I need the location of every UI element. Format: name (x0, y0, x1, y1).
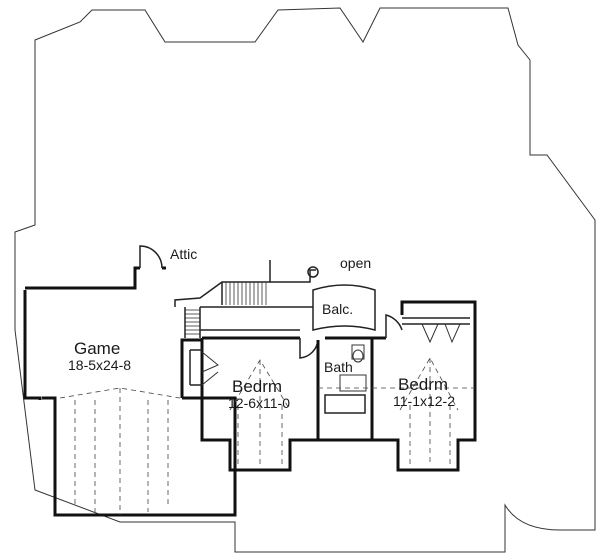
stair-lower-rail (184, 307, 201, 338)
attic-wall (133, 266, 140, 272)
bedroom-right-door-arc (385, 314, 403, 338)
bedroom-left-dims: 12-6x11-0 (228, 395, 290, 411)
bedroom-right-dims: 11-1x12-2 (393, 393, 455, 409)
bedroom-right-closet-doors (421, 323, 461, 344)
dormer-bedroom-right (399, 357, 459, 465)
newel-post (307, 266, 319, 278)
game-room-wall-3 (42, 396, 237, 517)
game-room-dims: 18-5x24-8 (68, 357, 131, 373)
bedroom-left-wall (200, 338, 320, 472)
vanity (339, 374, 367, 392)
toilet (351, 344, 365, 360)
game-room-name: Game (74, 339, 120, 358)
bedroom-right-wall (370, 300, 477, 472)
closet-left (189, 349, 202, 386)
bedroom-left-name: Bedrm (232, 377, 282, 396)
bedroom-right-name: Bedrm (398, 375, 448, 394)
balcony-label: Balc. (322, 301, 353, 317)
stair-treads (225, 282, 267, 305)
game-room-wall-4 (180, 338, 202, 398)
balcony-outline (312, 284, 376, 331)
closet-left-doors (201, 351, 219, 386)
attic-door-arc (139, 245, 163, 269)
bathtub (324, 394, 366, 414)
open-label: open (340, 255, 371, 271)
stair-rail (174, 260, 271, 307)
stair-rail-2 (221, 269, 316, 305)
bedroom-right-closet (402, 317, 470, 325)
bedroom-left-door-arc (299, 338, 319, 359)
toilet-bowl (352, 349, 364, 363)
dormer-game (59, 387, 181, 515)
attic-label: Attic (170, 246, 197, 262)
bath-label: Bath (324, 359, 353, 375)
game-room-wall-2 (25, 272, 137, 290)
stair-lower (185, 309, 200, 335)
game-room-wall (23, 290, 42, 400)
house-outline (14, 7, 596, 553)
dormer-bedroom-left (229, 359, 291, 465)
hall-wall (200, 306, 313, 331)
